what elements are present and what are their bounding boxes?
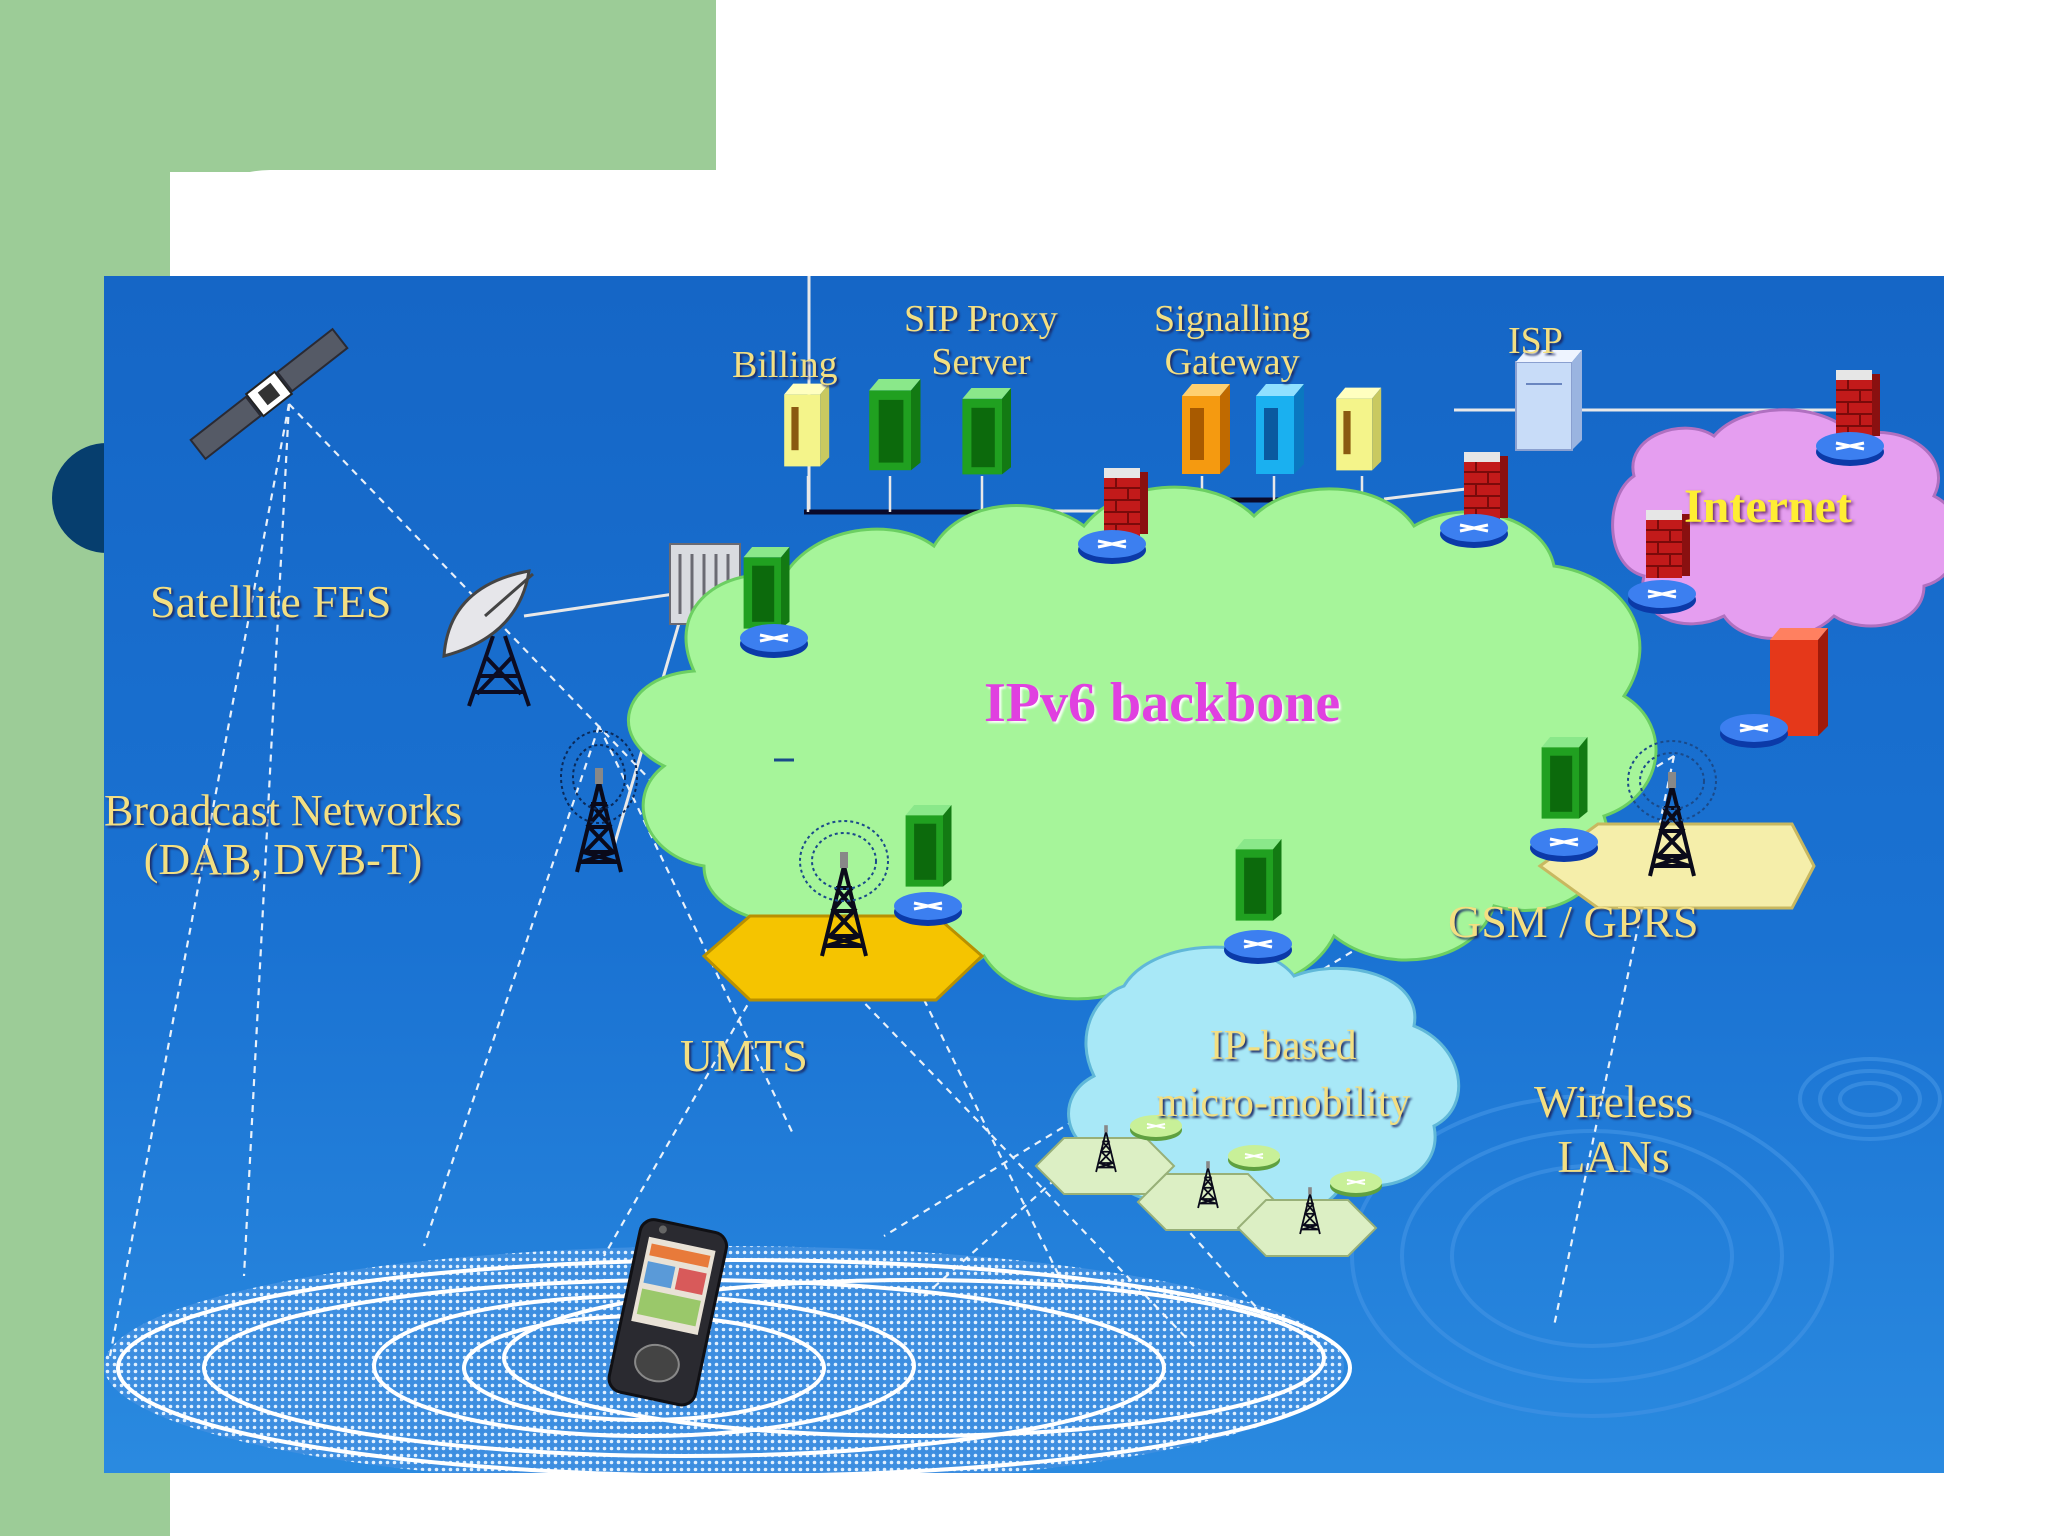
sip-proxy-server-label: SIP Proxy Server xyxy=(904,298,1058,383)
broadcast-networks-label: Broadcast Networks (DAB, DVB-T) xyxy=(104,786,463,885)
server-drops xyxy=(806,476,1364,512)
wireless-lans-label: Wireless LANs xyxy=(1534,1076,1694,1183)
isp-server-icon xyxy=(1515,350,1582,451)
firewall-icon xyxy=(1463,451,1509,521)
isp-label: ISP xyxy=(1508,320,1563,362)
network-diagram xyxy=(104,276,1944,1473)
wlan-routers xyxy=(1130,1115,1382,1197)
server-icon xyxy=(743,547,790,629)
router-icon xyxy=(892,890,964,928)
router-icon xyxy=(1438,512,1510,550)
satellite-dish-icon xyxy=(442,569,534,707)
firewall-icon xyxy=(1103,467,1149,537)
gsm-gprs-label: GSM / GPRS xyxy=(1448,896,1699,947)
network-diagram-panel: Billing SIP Proxy Server Signalling Gate… xyxy=(104,276,1944,1473)
router-icon xyxy=(1626,578,1698,616)
umts-cell-hexagon xyxy=(701,914,985,1002)
ipv6-backbone-label: IPv6 backbone xyxy=(984,672,1341,734)
gsm-tower-icon xyxy=(1627,740,1717,878)
satellite-icon xyxy=(189,327,349,461)
router-icon xyxy=(1076,528,1148,566)
sip-proxy-server-icon xyxy=(962,388,1011,475)
server-icon xyxy=(905,805,952,887)
coverage-zone xyxy=(104,1246,1344,1473)
broadcast-tower-icon xyxy=(560,730,638,874)
signalling-gateway-label: Signalling Gateway xyxy=(1154,298,1311,383)
firewall-icon xyxy=(1835,369,1881,439)
internet-label: Internet xyxy=(1684,480,1852,533)
mobile-phone-icon xyxy=(607,1218,729,1407)
server-icon xyxy=(1235,839,1282,921)
server-icon xyxy=(1541,737,1588,819)
satellite-fes-label: Satellite FES xyxy=(150,576,392,627)
umts-tower-icon xyxy=(799,820,889,958)
billing-server-icon xyxy=(869,379,921,471)
red-server-icon xyxy=(1770,628,1828,736)
signalling-gateway-server-icon xyxy=(1336,387,1382,471)
router-icon xyxy=(1814,430,1886,468)
router-icon xyxy=(1718,712,1790,750)
signalling-gateway-server-icon xyxy=(1182,384,1230,474)
ip-micro-mobility-label: IP-based micro-mobility xyxy=(1156,1023,1411,1126)
ripple-decoration xyxy=(1350,1057,1942,1418)
router-icon xyxy=(1528,826,1600,864)
router-icon xyxy=(1222,928,1294,966)
router-icon xyxy=(738,622,810,660)
umts-label: UMTS xyxy=(680,1030,808,1081)
signalling-gateway-server-icon xyxy=(1256,384,1304,474)
billing-label: Billing xyxy=(732,344,838,386)
billing-server-icon xyxy=(784,383,830,467)
